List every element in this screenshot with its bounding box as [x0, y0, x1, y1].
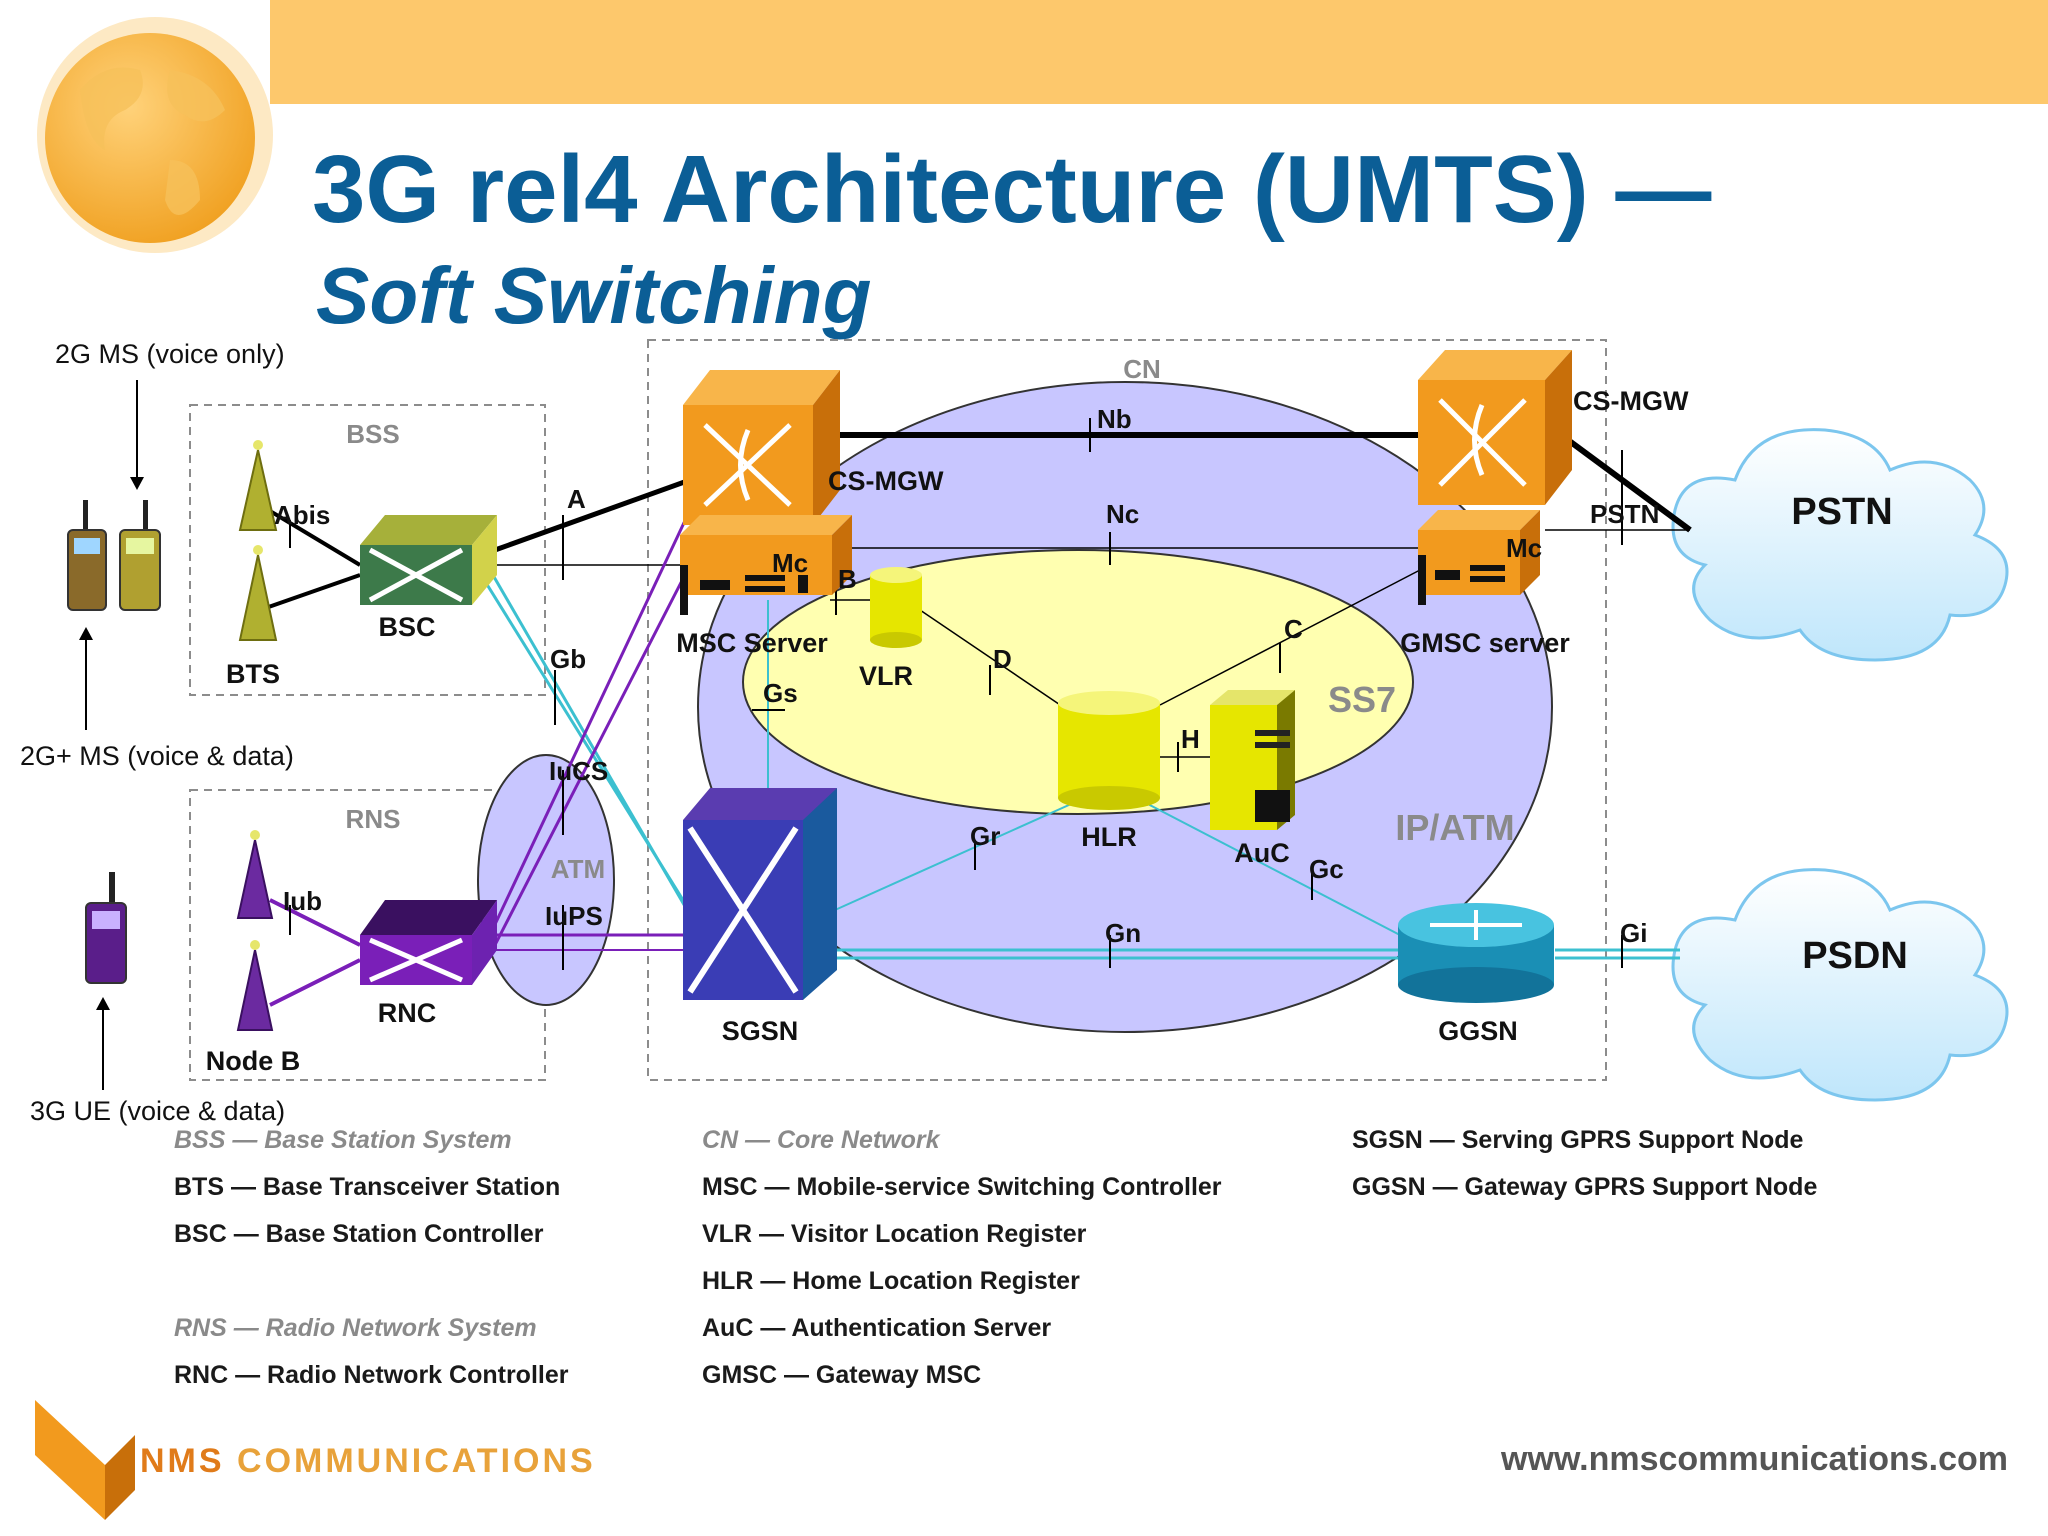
pstn-label: PSTN [1791, 491, 1892, 533]
if-gb-label: Gb [550, 644, 586, 674]
if-b-label: B [838, 564, 857, 594]
if-nb-label: Nb [1097, 404, 1132, 434]
bts-tower-icon-2 [238, 545, 278, 641]
hlr-label: HLR [1081, 822, 1137, 852]
msc-server-label: MSC Server [676, 628, 828, 658]
gmsc-server-label: GMSC server [1400, 628, 1570, 658]
legend-item: RNC — Radio Network Controller [174, 1361, 569, 1389]
legend-item: BSS — Base Station System [174, 1126, 512, 1154]
if-gc-label: Gc [1309, 854, 1344, 884]
ss7-label: SS7 [1328, 679, 1396, 720]
if-mc-right-label: Mc [1506, 533, 1542, 563]
cn-region [647, 339, 1607, 1081]
sgsn-label: SGSN [722, 1016, 799, 1046]
legend-item: MSC — Mobile-service Switching Controlle… [702, 1173, 1222, 1201]
psdn-cloud [1671, 868, 2009, 1102]
bsc-icon [360, 515, 497, 605]
sgsn-icon [683, 788, 837, 1000]
terminal-arrows [79, 380, 144, 1090]
bts-label: BTS [226, 659, 280, 689]
if-iups-label: IuPS [545, 901, 603, 931]
if-nc-label: Nc [1106, 499, 1139, 529]
nms-logo-icon [35, 1400, 135, 1520]
legend-column-1: BSS — Base Station System BTS — Base Tra… [174, 1126, 568, 1408]
if-gs-label: Gs [763, 678, 798, 708]
if-gn-label: Gn [1105, 918, 1141, 948]
if-d-label: D [993, 644, 1012, 674]
if-iucs-label: IuCS [549, 756, 608, 786]
header-bar [270, 0, 2048, 104]
ms2g-label: 2G MS (voice only) [55, 339, 285, 369]
csmgw-left-label: CS-MGW [828, 466, 944, 496]
legend-item: VLR — Visitor Location Register [702, 1220, 1087, 1248]
ue3g-label: 3G UE (voice & data) [30, 1096, 285, 1126]
legend-item: BSC — Base Station Controller [174, 1220, 544, 1248]
link-lines [258, 418, 1692, 1007]
rnc-icon [360, 900, 497, 985]
if-abis-label: Abis [274, 500, 330, 530]
csmgw-right-icon [1418, 350, 1572, 505]
atm-cloud [477, 754, 615, 1006]
legend-item: SGSN — Serving GPRS Support Node [1352, 1126, 1804, 1154]
if-gi-label: Gi [1620, 918, 1647, 948]
legend-item: RNS — Radio Network System [174, 1314, 537, 1342]
legend-item: BTS — Base Transceiver Station [174, 1173, 561, 1201]
phone-2gplus-icon [67, 500, 107, 611]
bss-label: BSS [346, 419, 399, 449]
legend-item: CN — Core Network [702, 1126, 940, 1154]
page-title: 3G rel4 Architecture (UMTS) — [312, 136, 1712, 243]
hlr-icon [1058, 691, 1160, 810]
globe-icon [37, 17, 273, 253]
if-mc-left-label: Mc [772, 548, 808, 578]
legend-column-3: SGSN — Serving GPRS Support Node GGSN — … [1352, 1126, 1817, 1220]
if-pstn-label: PSTN [1590, 499, 1659, 529]
ggsn-label: GGSN [1438, 1016, 1518, 1046]
if-iub-label: Iub [283, 886, 322, 916]
bsc-label: BSC [378, 612, 435, 642]
atm-label: ATM [551, 854, 605, 884]
gmsc-server-icon [1418, 510, 1540, 605]
website-url[interactable]: www.nmscommunications.com [1501, 1440, 2008, 1478]
rnc-label: RNC [378, 998, 437, 1028]
brand-communications: COMMUNICATIONS [237, 1442, 596, 1480]
brand-name: NMS COMMUNICATIONS [140, 1442, 596, 1481]
phone-2g-icon [119, 500, 161, 611]
csmgw-left-icon [683, 370, 840, 525]
phone-3g-icon [85, 872, 127, 984]
auc-label: AuC [1234, 838, 1290, 868]
psdn-label: PSDN [1802, 935, 1908, 977]
legend-item: GMSC — Gateway MSC [702, 1361, 982, 1389]
bts-tower-icon-1 [238, 440, 278, 531]
ggsn-icon [1398, 903, 1554, 1003]
nodeb-tower-icon-2 [236, 940, 274, 1031]
vlr-label: VLR [859, 661, 913, 691]
page-subtitle: Soft Switching [316, 251, 872, 340]
legend-item: AuC — Authentication Server [702, 1314, 1052, 1342]
rns-label: RNS [346, 804, 401, 834]
msc-server-icon [680, 515, 852, 615]
ms2gplus-label: 2G+ MS (voice & data) [20, 741, 294, 771]
pstn-cloud [1671, 428, 2009, 662]
legend-column-2: CN — Core Network MSC — Mobile-service S… [702, 1126, 1222, 1408]
if-c-label: C [1284, 614, 1303, 644]
legend-item: GGSN — Gateway GPRS Support Node [1352, 1173, 1818, 1201]
ipatm-label: IP/ATM [1395, 807, 1514, 848]
legend-item: HLR — Home Location Register [702, 1267, 1080, 1295]
cn-label: CN [1123, 354, 1161, 384]
if-gr-label: Gr [970, 821, 1000, 851]
csmgw-right-label: CS-MGW [1573, 386, 1689, 416]
nodeb-tower-icon-1 [236, 830, 274, 919]
if-h-label: H [1181, 724, 1200, 754]
nodeb-label: Node B [206, 1046, 301, 1076]
brand-nms: NMS [140, 1442, 225, 1480]
if-a-label: A [567, 484, 586, 514]
auc-icon [1210, 690, 1295, 830]
vlr-icon [870, 567, 922, 648]
